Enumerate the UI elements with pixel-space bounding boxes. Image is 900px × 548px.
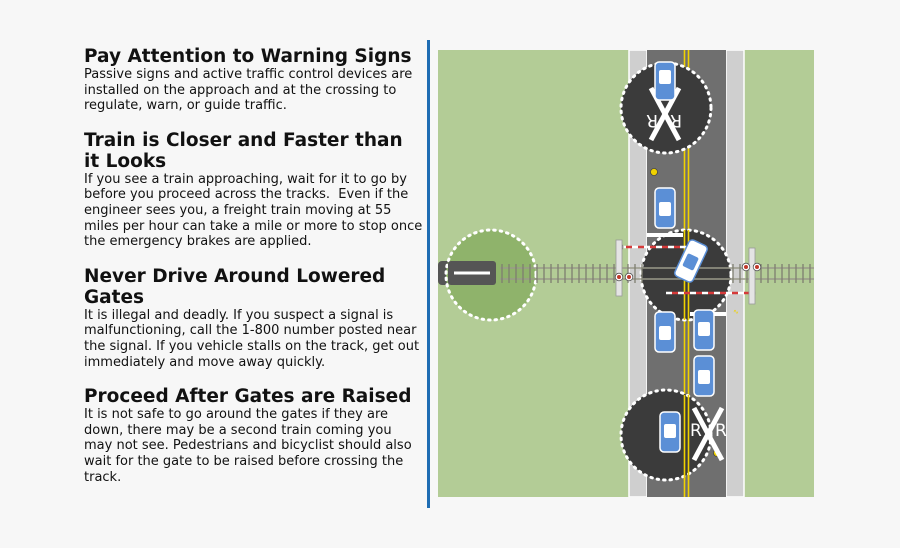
signal-right	[741, 247, 762, 305]
section-lowered-gates: Never Drive Around Lowered Gates It is i…	[84, 266, 424, 370]
car-stalled-on-track	[674, 239, 708, 283]
warning-sign-top	[650, 168, 658, 176]
section-body: Passive signs and active traffic control…	[84, 67, 417, 114]
info-text-column: Pay Attention to Warning Signs Passive s…	[84, 46, 424, 501]
section-body: It is not safe to go around the gates if…	[84, 407, 416, 485]
railroad-crossing-diagram: ∿ R R R R	[438, 50, 814, 497]
car-approaching	[654, 187, 676, 229]
crossbuck-letter-left: R	[690, 421, 702, 441]
crossbuck-sign-bottom: R R	[690, 406, 727, 462]
car-bottom-circle	[659, 411, 681, 453]
sidewalk-right	[726, 50, 744, 497]
section-title: Proceed After Gates are Raised	[84, 386, 412, 408]
section-title: Train is Closer and Faster than it Looks	[84, 129, 403, 172]
section-title: Never Drive Around Lowered Gates	[84, 265, 386, 308]
crossbuck-letter-right: R	[670, 110, 682, 130]
section-warning-signs: Pay Attention to Warning Signs Passive s…	[84, 46, 424, 114]
railroad-track	[500, 264, 814, 283]
car-top-circle	[654, 61, 676, 101]
warning-sign-mid: ∿	[733, 308, 739, 316]
car-northbound-1	[693, 309, 715, 351]
signal-left	[614, 239, 634, 297]
section-body: If you see a train approaching, wait for…	[84, 171, 427, 250]
crossbuck-letter-right: R	[715, 421, 727, 441]
crossbuck-letter-left: R	[646, 110, 658, 130]
section-title: Pay Attention to Warning Signs	[84, 46, 412, 67]
section-gates-raised: Proceed After Gates are Raised It is not…	[84, 386, 424, 485]
car-southbound-1	[654, 311, 676, 353]
stop-line-top	[647, 233, 683, 237]
vertical-divider	[427, 40, 430, 508]
section-train-closer: Train is Closer and Faster than it Looks…	[84, 130, 424, 250]
section-body: It is illegal and deadly. If you suspect…	[84, 307, 424, 370]
car-northbound-2	[693, 355, 715, 397]
sidewalk-left	[629, 50, 647, 497]
